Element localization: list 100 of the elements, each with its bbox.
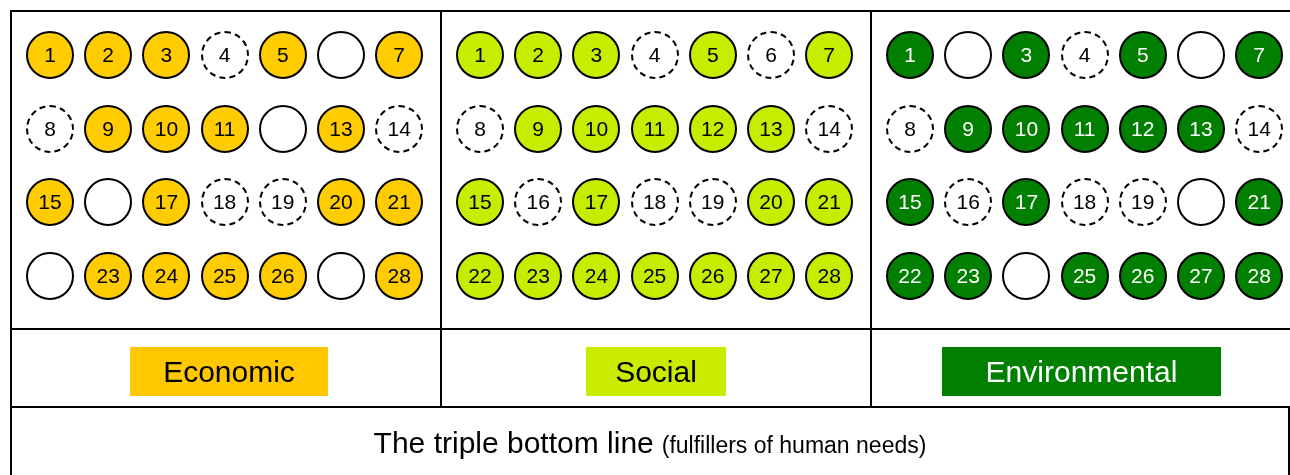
circle-number: 20 (759, 190, 783, 215)
circle-number: 26 (271, 264, 295, 289)
circle-number: 8 (474, 116, 486, 141)
circle-number: 1 (904, 43, 916, 67)
circle-number: 5 (706, 43, 719, 67)
circle-number: 3 (1020, 43, 1033, 67)
filled-circle (1118, 31, 1167, 79)
filled-circle (375, 31, 424, 79)
circle-number: 21 (817, 190, 841, 215)
filled-circle (1177, 104, 1225, 153)
circle-number: 20 (329, 190, 353, 215)
filled-circle (747, 178, 795, 227)
empty-circle (1177, 31, 1225, 79)
grid-panel (440, 10, 872, 330)
filled-circle (84, 31, 133, 79)
circle-number: 28 (387, 264, 411, 289)
filled-circle (317, 104, 365, 153)
empty-circle (944, 31, 993, 79)
filled-circle (456, 178, 504, 227)
circle-number: 22 (468, 264, 492, 289)
circle-number: 2 (102, 43, 115, 67)
filled-circle (805, 31, 854, 79)
circle-number: 27 (759, 264, 783, 289)
filled-circle (886, 178, 934, 227)
circle-number: 24 (584, 264, 609, 289)
filled-circle (886, 252, 934, 301)
circle-number: 18 (1072, 190, 1097, 215)
circle-number: 7 (1253, 43, 1266, 67)
circle-number: 12 (1131, 116, 1155, 141)
circle-number: 5 (276, 43, 289, 67)
circle-number: 3 (160, 43, 173, 67)
circle-number: 24 (154, 264, 179, 289)
filled-circle (1002, 31, 1051, 79)
circle-number: 11 (643, 116, 666, 141)
filled-circle (26, 178, 74, 227)
circle-number: 26 (1131, 264, 1155, 289)
filled-circle (1177, 252, 1225, 301)
empty-circle (1177, 178, 1225, 227)
circle-number: 5 (1136, 43, 1149, 67)
circle-number: 16 (526, 190, 550, 215)
circle-number: 19 (271, 190, 295, 215)
circle-number: 1 (474, 43, 486, 67)
circle-number: 15 (898, 190, 922, 215)
circle-number: 7 (823, 43, 836, 67)
circle-number: 8 (904, 116, 916, 141)
circle-number: 17 (154, 190, 179, 215)
filled-circle (142, 31, 191, 79)
category-label-box (942, 347, 1221, 396)
category-label: Environmental (985, 354, 1178, 389)
circle-number: 19 (1131, 190, 1155, 215)
category-label-box (586, 347, 726, 396)
empty-circle (26, 252, 74, 301)
empty-circle (317, 252, 365, 301)
circle-number: 12 (701, 116, 725, 141)
circle-number: 9 (102, 116, 115, 141)
circle-number: 28 (1247, 264, 1271, 289)
circle-number: 28 (817, 264, 841, 289)
circle-number: 26 (701, 264, 725, 289)
circle-number: 11 (213, 116, 236, 141)
caption-cell (10, 406, 1290, 475)
filled-circle (747, 252, 795, 301)
circle-number: 9 (962, 116, 975, 141)
circle-number: 1 (44, 43, 56, 67)
circle-number: 17 (1014, 190, 1039, 215)
circle-number: 25 (1072, 264, 1097, 289)
circle-number: 15 (468, 190, 492, 215)
circle-number: 21 (387, 190, 411, 215)
circle-number: 2 (532, 43, 545, 67)
circle-number: 4 (218, 43, 231, 67)
category-label: Social (615, 354, 697, 389)
filled-circle (456, 31, 504, 79)
circle-number: 25 (642, 264, 667, 289)
circle-number: 19 (701, 190, 725, 215)
circle-number: 13 (759, 116, 783, 141)
circle-number: 13 (329, 116, 353, 141)
filled-circle (258, 31, 307, 79)
filled-circle (886, 31, 934, 79)
circle-number: 14 (817, 116, 841, 141)
circle-number: 18 (642, 190, 667, 215)
circle-number: 6 (765, 43, 777, 67)
circle-number: 10 (1014, 116, 1039, 141)
circle-number: 25 (212, 264, 237, 289)
filled-circle (747, 104, 795, 153)
circle-number: 13 (1189, 116, 1213, 141)
circle-number: 3 (590, 43, 603, 67)
filled-circle (456, 252, 504, 301)
filled-circle (1235, 31, 1284, 79)
circle-number: 16 (956, 190, 980, 215)
caption-text: (fulfillers of human needs) (661, 432, 927, 459)
circle-number: 27 (1189, 264, 1213, 289)
filled-circle (26, 31, 74, 79)
circle-number: 17 (584, 190, 609, 215)
circle-number: 18 (212, 190, 237, 215)
circle-number: 23 (96, 264, 120, 289)
circle-number: 23 (956, 264, 980, 289)
circle-number: 15 (38, 190, 62, 215)
grid-panel (870, 10, 1290, 330)
caption-text: The triple bottom line (373, 426, 654, 460)
circle-number: 22 (898, 264, 922, 289)
filled-circle (317, 178, 365, 227)
